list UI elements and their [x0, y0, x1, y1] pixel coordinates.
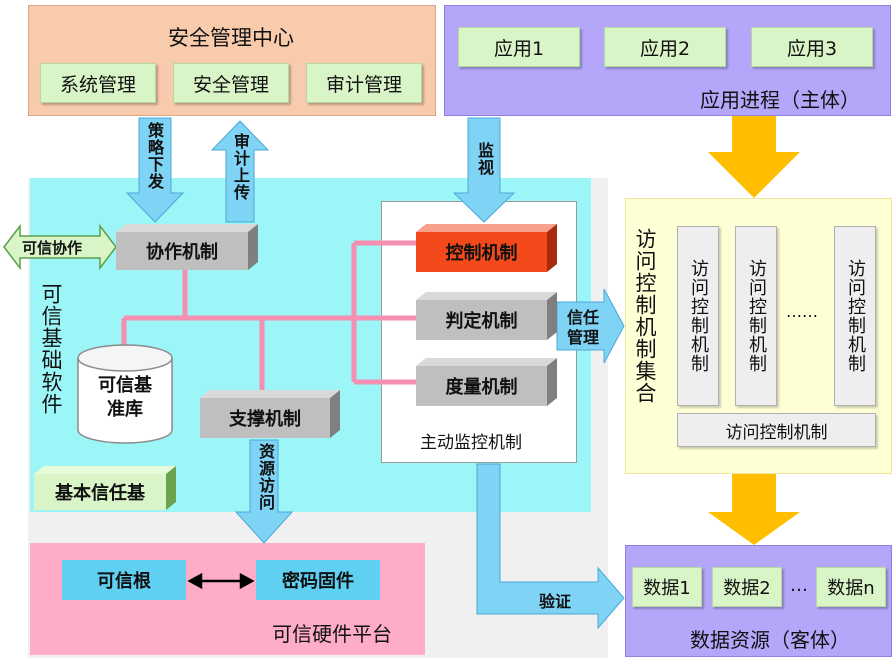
- baseline-db-label: 可信基准库: [80, 374, 170, 422]
- system-management-box[interactable]: 系统管理: [40, 63, 156, 103]
- resource-access-label: 资源访问: [256, 443, 275, 511]
- policy-down-label: 策略下发: [145, 122, 164, 190]
- audit-management-box[interactable]: 审计管理: [306, 63, 422, 103]
- measure-mechanism-box[interactable]: 度量机制: [416, 366, 547, 406]
- support-mechanism-box[interactable]: 支撑机制: [200, 398, 330, 438]
- data-ellipsis: …: [790, 575, 808, 596]
- verify-label: 验证: [539, 592, 572, 611]
- basic-trust-base-box[interactable]: 基本信任基: [34, 474, 166, 510]
- app-process-title: 应用进程（主体）: [700, 88, 860, 112]
- trusted-collab-label: 可信协作: [22, 239, 83, 257]
- access-control-panel-3[interactable]: 访问控制机制: [834, 226, 876, 406]
- data-1-box[interactable]: 数据1: [632, 567, 702, 607]
- yellow-arrow-top: [708, 116, 800, 198]
- data-resources-title: 数据资源（客体）: [690, 628, 850, 652]
- trust-manage-text: 信任管理: [566, 308, 599, 347]
- monitor-down-arrow: [452, 117, 516, 223]
- root-firmware-link: [187, 572, 255, 590]
- audit-up-arrow: [210, 120, 270, 223]
- security-management-box[interactable]: 安全管理: [173, 63, 289, 103]
- trust-manage-label: 信任管理: [563, 308, 603, 348]
- data-2-box[interactable]: 数据2: [712, 567, 782, 607]
- hardware-platform-title: 可信硬件平台: [272, 622, 392, 646]
- verify-arrow: [476, 463, 625, 630]
- access-control-set-title: 访问控制机制集合: [633, 228, 657, 404]
- trusted-software-title: 可信基础软件: [39, 283, 63, 415]
- app-3-box[interactable]: 应用3: [751, 27, 873, 67]
- security-center-title: 安全管理中心: [168, 26, 294, 50]
- collab-mechanism-box[interactable]: 协作机制: [116, 232, 248, 270]
- active-monitor-title: 主动监控机制: [420, 433, 522, 453]
- app-1-box[interactable]: 应用1: [458, 27, 580, 67]
- baseline-db-cylinder: [77, 344, 173, 444]
- audit-up-label: 审计上传: [231, 133, 250, 201]
- app-2-box[interactable]: 应用2: [604, 27, 726, 67]
- data-n-box[interactable]: 数据n: [816, 567, 886, 607]
- policy-down-arrow: [125, 117, 185, 223]
- monitor-label: 监视: [475, 142, 494, 176]
- access-control-panel-2[interactable]: 访问控制机制: [735, 226, 777, 406]
- trust-manage-arrow: [556, 288, 625, 364]
- resource-access-arrow: [234, 439, 294, 544]
- access-control-ellipsis: ……: [786, 302, 818, 321]
- control-mechanism-box[interactable]: 控制机制: [416, 232, 547, 272]
- baseline-db-text: 可信基准库: [98, 375, 152, 420]
- crypto-firmware-box[interactable]: 密码固件: [256, 560, 380, 600]
- judge-mechanism-box[interactable]: 判定机制: [416, 300, 547, 340]
- trusted-root-box[interactable]: 可信根: [62, 560, 186, 600]
- yellow-arrow-bottom: [708, 474, 800, 545]
- access-control-panel-1[interactable]: 访问控制机制: [677, 226, 719, 406]
- access-control-bottom-box[interactable]: 访问控制机制: [677, 413, 876, 447]
